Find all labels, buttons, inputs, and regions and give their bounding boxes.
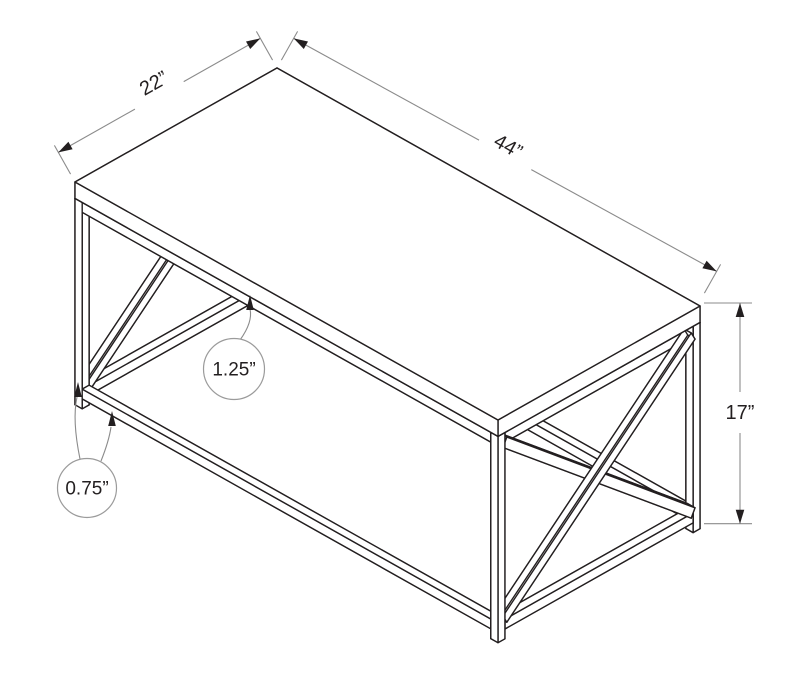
callout-label-top-thickness: 1.25” xyxy=(212,360,255,381)
dim-line-depth xyxy=(58,108,136,153)
dimension-label-height: 17” xyxy=(726,402,755,424)
dim-arrow-height xyxy=(735,509,745,524)
back-right-leg xyxy=(685,321,694,534)
callout-circle-frame-thickness xyxy=(56,457,118,519)
dimension-label-length: 44” xyxy=(490,130,526,163)
callout-top-thickness: 1.25” xyxy=(202,337,266,401)
dimension-lines xyxy=(53,31,752,525)
callout-frame-thickness: 0.75” xyxy=(56,457,118,519)
back-right-leg xyxy=(692,321,701,534)
leader-arrow-frame-thickness-leg xyxy=(74,382,82,397)
front-left-leg xyxy=(81,197,90,410)
dim-arrow-length xyxy=(702,260,717,272)
dim-line-depth xyxy=(183,37,261,83)
dim-arrow-length xyxy=(293,38,308,49)
ext-line-depth xyxy=(53,145,72,175)
front-shelf-rail xyxy=(81,384,499,620)
table-top xyxy=(74,67,701,421)
leader-frame-thickness-rail xyxy=(100,426,112,462)
callout-circle-top-thickness xyxy=(202,337,266,401)
front-shelf-rail xyxy=(81,388,492,630)
leader-top-thickness xyxy=(239,308,252,341)
leader-arrow-top-thickness xyxy=(246,295,254,310)
callout-leaders xyxy=(74,295,254,462)
dimension-label-depth: 22” xyxy=(136,67,172,100)
dim-line-length xyxy=(293,37,480,141)
dim-line-length xyxy=(531,169,717,272)
ext-line-length xyxy=(703,264,722,294)
ext-line-length xyxy=(280,31,299,61)
table-frame-geometry xyxy=(74,67,701,644)
front-right-leg xyxy=(497,431,506,644)
callout-label-frame-thickness: 0.75” xyxy=(65,479,108,500)
leader-arrow-frame-thickness-rail xyxy=(108,411,116,426)
dim-arrow-height xyxy=(735,303,745,317)
dim-arrow-depth xyxy=(58,141,73,153)
front-right-leg xyxy=(490,431,499,644)
front-left-leg xyxy=(74,197,83,410)
ext-line-depth xyxy=(255,31,274,61)
leader-frame-thickness-leg xyxy=(74,396,81,460)
dim-arrow-depth xyxy=(246,38,261,49)
